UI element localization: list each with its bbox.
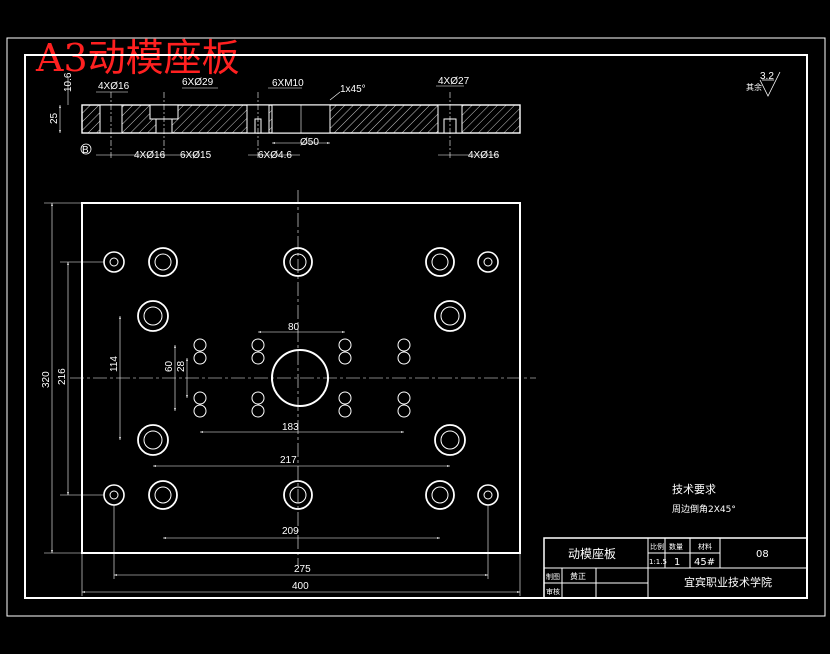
dim-25: 25 — [49, 112, 60, 124]
label-4x16-bottom: 4XØ16 — [134, 150, 166, 161]
col-label-scale: 比例 — [650, 542, 664, 551]
dim-209: 209 — [282, 526, 299, 537]
label-chamfer: 1x45° — [340, 84, 366, 95]
row-label-drawn: 制图 — [546, 572, 560, 581]
label-6xm10: 6XM10 — [272, 78, 304, 89]
quantity-value: 1 — [674, 557, 680, 568]
tech-req-heading: 技术要求 — [672, 483, 716, 496]
centre-hole — [271, 349, 329, 407]
part-name: 动模座板 — [568, 546, 616, 561]
dim-phi50: Ø50 — [300, 137, 319, 148]
dim-400: 400 — [292, 581, 309, 592]
roughness-symbol: 其余 3.2 — [746, 71, 781, 97]
col-label-qty: 数量 — [669, 542, 683, 551]
dim-80: 80 — [288, 322, 300, 333]
drafter-name: 黄正 — [570, 571, 586, 581]
dim-10-6: 10.6 — [63, 72, 74, 92]
label-4x16-top: 4XØ16 — [98, 81, 130, 92]
roughness-value: 3.2 — [760, 71, 774, 82]
col-label-material: 材料 — [698, 542, 712, 551]
scale-value: 1:1.5 — [649, 558, 667, 566]
dim-320: 320 — [41, 371, 52, 388]
row-label-checked: 审核 — [546, 587, 560, 596]
dim-60: 60 — [164, 360, 175, 372]
school-name: 宜宾职业技术学院 — [684, 575, 772, 589]
dim-216: 216 — [57, 368, 68, 385]
section-view: 4XØ16 6XØ29 6XM10 1x45° 4XØ27 10.6 25 B … — [49, 72, 521, 161]
dim-28: 28 — [176, 360, 187, 372]
dim-275: 275 — [294, 564, 311, 575]
label-6x4-6-bottom: 6XØ4.6 — [258, 150, 292, 161]
sheet-outer-border — [6, 37, 826, 617]
roughness-prefix: 其余 — [746, 82, 762, 92]
dim-217: 217 — [280, 455, 297, 466]
label-4x27-top: 4XØ27 — [438, 76, 470, 87]
label-6x15-bottom: 6XØ15 — [180, 150, 212, 161]
dim-114: 114 — [109, 356, 120, 372]
tech-req-item: 周边倒角2X45° — [672, 503, 736, 515]
plan-view: 80 114 216 320 60 28 183 217 209 275 400 — [41, 190, 536, 596]
sheet-inner-border — [24, 54, 808, 599]
label-4x16-bottom-right: 4XØ16 — [468, 150, 500, 161]
drawing-number: 08 — [756, 549, 769, 560]
technical-requirements: 技术要求 周边倒角2X45° — [672, 483, 736, 515]
section-mark: B — [82, 145, 89, 156]
title-block — [543, 537, 808, 599]
dim-183: 183 — [282, 422, 299, 433]
material-value: 45# — [694, 557, 715, 568]
drawing-watermark-title: A3动模座板 — [36, 36, 240, 80]
label-6x29-top: 6XØ29 — [182, 77, 214, 88]
